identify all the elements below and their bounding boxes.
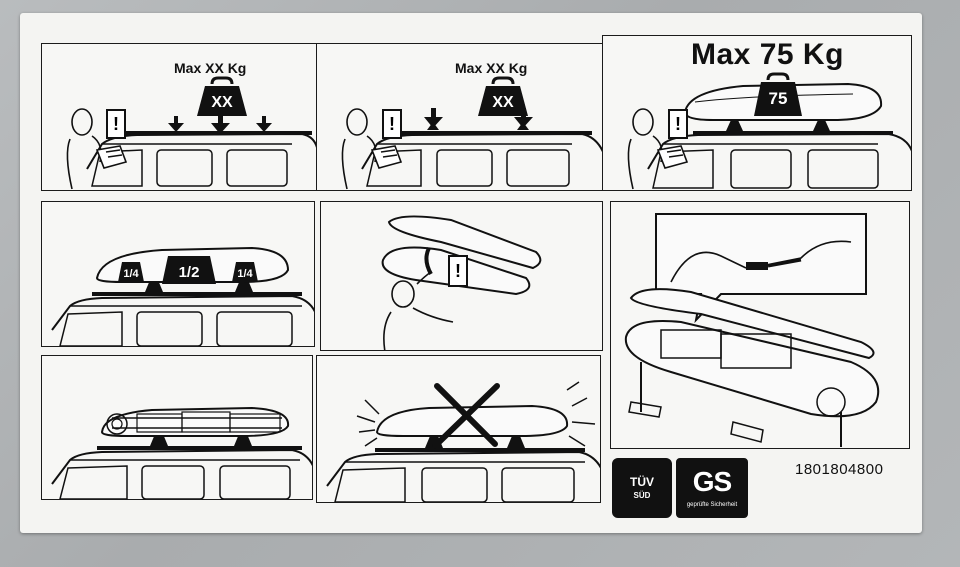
warning-icon	[668, 109, 688, 139]
roof-box-instruction-label: Max XX Kg XX !	[20, 13, 922, 533]
strap-securing-illustration	[624, 213, 880, 447]
tuv-text: TÜV	[630, 475, 654, 489]
warning-icon	[382, 109, 402, 139]
roof-box-distribution-illustration	[51, 246, 314, 346]
warning-symbol: !	[455, 261, 461, 281]
car-roof-illustration	[341, 76, 602, 190]
max-load-header: Max XX Kg	[455, 60, 528, 76]
load-quarter-front: 1/4	[123, 268, 139, 280]
panel-secure-strap	[610, 201, 910, 449]
load-half-middle: 1/2	[178, 264, 200, 281]
weight-value: 75	[768, 89, 788, 108]
gs-certification-mark: GS geprüfte Sicherheit	[676, 458, 748, 518]
weight-icon	[478, 76, 528, 116]
panel-loaded-box	[41, 355, 313, 500]
warning-icon	[106, 109, 126, 139]
person-reading-icon	[627, 108, 689, 190]
load-quarter-rear: 1/4	[237, 268, 253, 280]
tuv-sud-certification-mark: TÜV SÜD	[612, 458, 672, 518]
person-lifting-icon	[383, 271, 454, 350]
overloaded-box-illustration	[326, 381, 600, 502]
panel-max-load-box: Max 75 Kg 75 !	[602, 35, 912, 191]
loaded-roof-box-illustration	[51, 406, 312, 499]
car-roof-illustration	[66, 76, 316, 190]
weight-icon	[197, 76, 247, 116]
warning-symbol: !	[675, 114, 681, 134]
panel-load-distribution: 1/4 1/2 1/4	[41, 201, 315, 347]
weight-icon	[118, 256, 258, 284]
weight-value: XX	[492, 94, 514, 111]
person-reading-icon	[341, 108, 403, 190]
panel-max-load-feet: Max XX Kg XX !	[316, 43, 603, 191]
part-number: 1801804800	[795, 461, 884, 478]
sud-text: SÜD	[633, 491, 651, 500]
weight-icon	[754, 72, 802, 116]
panel-open-lid-warning: !	[320, 201, 603, 351]
max-load-header: Max XX Kg	[174, 60, 247, 76]
panel-max-load-bars: Max XX Kg XX !	[41, 43, 317, 191]
arrow-down-icon	[168, 114, 272, 134]
warning-symbol: !	[389, 114, 395, 134]
panel-overload-prohibited	[316, 355, 601, 503]
car-roof-box-illustration	[627, 72, 911, 190]
gs-mark-text: GS	[692, 466, 732, 497]
open-box-lid-illustration	[381, 215, 542, 350]
weight-value: XX	[211, 94, 233, 111]
cross-icon	[432, 383, 500, 449]
warning-icon	[448, 255, 468, 287]
warning-symbol: !	[113, 114, 119, 134]
gs-sub-text: geprüfte Sicherheit	[686, 502, 738, 508]
person-reading-icon	[66, 108, 128, 190]
max-load-header: Max 75 Kg	[691, 38, 844, 71]
